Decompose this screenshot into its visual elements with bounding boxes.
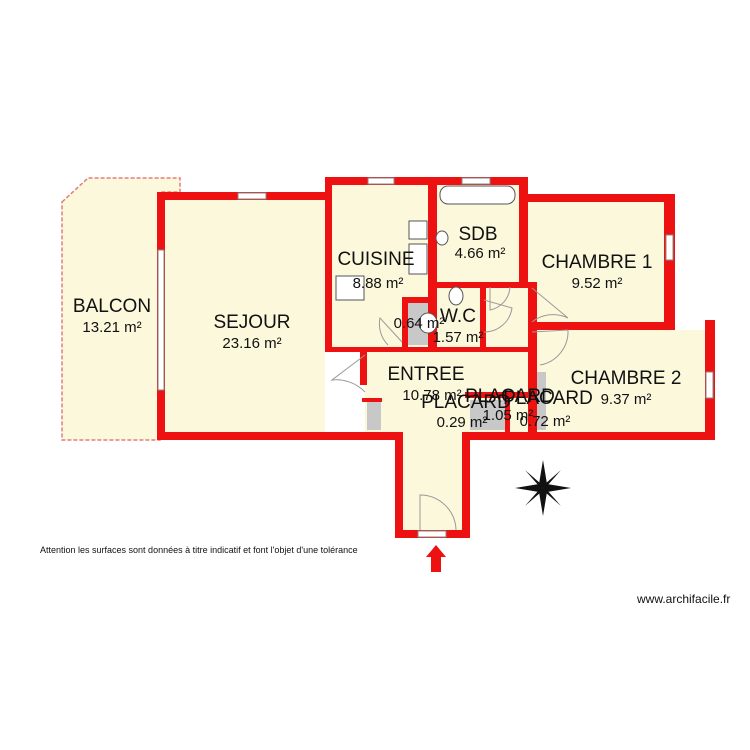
placard2-name: PLACARD (465, 386, 555, 407)
wc-name: W.C (440, 306, 476, 327)
wall-cuisine-sdb (428, 177, 437, 350)
corridor-floor (482, 287, 530, 347)
stove (408, 220, 428, 240)
wall-hall-left (395, 432, 403, 538)
window-sdb (461, 177, 491, 185)
balcon-area: 13.21 m² (82, 319, 141, 336)
chambre2-name: CHAMBRE 2 (571, 368, 682, 389)
placard-fixture (418, 312, 438, 334)
wall-chambre1-right (664, 194, 675, 330)
wall-corridor-right (528, 282, 537, 432)
door-wc (483, 299, 513, 333)
toilet (448, 286, 464, 306)
wall-placard-divider (505, 392, 510, 432)
window-cuisine (367, 177, 395, 185)
placard2-floor (470, 400, 506, 430)
wall-bottom-right (462, 432, 715, 440)
doors (330, 286, 569, 531)
appliance (335, 275, 365, 301)
wall-cuisine-left (325, 177, 332, 350)
entry-arrow-icon (426, 545, 446, 572)
wall-entree-left-upper (360, 347, 367, 385)
door-chambre1 (531, 287, 569, 323)
door-sdb (489, 286, 511, 311)
placard3-area: 0.72 m² (520, 413, 571, 430)
placard3-name: PLACARD (503, 388, 593, 409)
compass-icon (515, 460, 571, 516)
wall-chambre1-bottom (528, 322, 675, 330)
placard1-name: PLACARD (421, 392, 511, 413)
wall-bottom-left (157, 432, 402, 440)
website-label: www.archifacile.fr (637, 592, 731, 606)
window-chambre1 (665, 234, 674, 261)
sdb-name: SDB (458, 224, 497, 245)
wall-placard-row (465, 392, 537, 398)
placard2-area: 1.05 m² (483, 407, 534, 424)
room-labels: BALCON 13.21 m² SEJOUR 23.16 m² CUISINE … (73, 224, 682, 431)
window-chambre2 (705, 371, 714, 399)
wall-placard-small (402, 297, 437, 303)
chambre2-area: 9.37 m² (601, 391, 652, 408)
wall-top-center (325, 177, 525, 185)
sejour-area: 23.16 m² (222, 335, 281, 352)
chambre1-area: 9.52 m² (572, 275, 623, 292)
chambre1-floor (528, 202, 664, 322)
balcon-name: BALCON (73, 296, 151, 317)
wall-placard1 (362, 398, 382, 402)
windows (157, 177, 714, 538)
wall-cuisine-bottom (325, 347, 535, 352)
sejour-floor (165, 200, 325, 432)
placard-small-area: 0.64 m² (394, 315, 445, 332)
door-cuisine (378, 316, 403, 346)
surface-disclaimer: Attention les surfaces sont données à ti… (40, 545, 358, 555)
sdb-area: 4.66 m² (455, 245, 506, 262)
entree-name: ENTREE (387, 364, 464, 385)
placard1-area: 0.29 m² (437, 414, 488, 431)
chambre1-name: CHAMBRE 1 (542, 252, 653, 273)
bathtub (439, 185, 516, 205)
wall-chambre1-top (519, 194, 675, 202)
wc-area: 1.57 m² (433, 329, 484, 346)
sink-sdb (435, 230, 449, 246)
kitchen-sink (408, 243, 428, 275)
door-chambre2 (531, 329, 569, 366)
window-sejour (237, 192, 267, 200)
door-sejour (330, 354, 366, 393)
wall-sdb-right (519, 177, 528, 287)
entree-area: 10.78 m² (402, 387, 461, 404)
window-entry-door (417, 530, 447, 538)
fixtures (335, 185, 516, 334)
cuisine-area: 8.88 m² (353, 275, 404, 292)
floors (61, 177, 705, 530)
window-balcon (157, 249, 165, 391)
door-entree (419, 494, 457, 531)
cuisine-name: CUISINE (337, 249, 414, 270)
wall-placard-small-left (402, 297, 408, 350)
placard1-floor (367, 402, 381, 430)
chambre2-floor (537, 330, 705, 432)
wall-hall-right (462, 432, 470, 538)
wall-wc-right (480, 282, 486, 350)
sejour-name: SEJOUR (213, 312, 290, 333)
